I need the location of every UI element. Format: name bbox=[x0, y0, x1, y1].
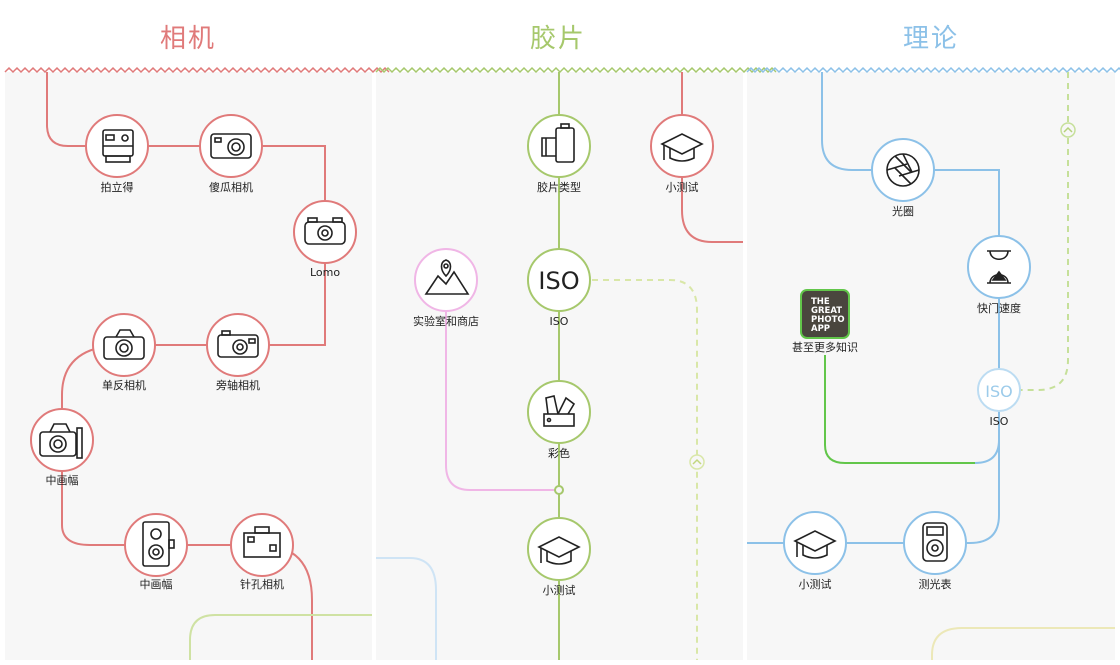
pinhole-camera-icon bbox=[243, 526, 281, 558]
node-slr[interactable]: 单反相机 bbox=[92, 313, 156, 392]
node-lomo[interactable]: Lomo bbox=[293, 200, 357, 279]
node-film-quiz[interactable]: 小测试 bbox=[650, 114, 714, 194]
hourglass-icon bbox=[987, 250, 1011, 284]
iso-icon: ISO bbox=[985, 382, 1012, 401]
zigzag-divider-film bbox=[375, 66, 777, 74]
chevron-up-icon[interactable] bbox=[1060, 122, 1076, 138]
path-film-dashed bbox=[592, 279, 698, 660]
node-lab-and-shop[interactable]: 实验室和商店 bbox=[413, 248, 479, 328]
node-medium-format[interactable]: 中画幅 bbox=[30, 408, 94, 487]
film-canister-icon bbox=[541, 123, 575, 163]
medium-format-camera-icon bbox=[39, 423, 83, 459]
book-line: THE bbox=[811, 297, 830, 307]
node-medium-format-tlr[interactable]: 中画幅 bbox=[124, 513, 188, 591]
path-theory-lower bbox=[747, 440, 1000, 544]
node-label: 甚至更多知识 bbox=[792, 340, 858, 354]
graduation-cap-icon bbox=[793, 530, 837, 559]
node-label: 小测试 bbox=[543, 584, 576, 597]
aperture-icon bbox=[886, 153, 920, 187]
path-theory-dashed bbox=[1020, 72, 1069, 391]
node-film-quiz-2[interactable]: 小测试 bbox=[527, 517, 591, 597]
book-line: APP bbox=[811, 324, 830, 334]
rangefinder-camera-icon bbox=[217, 330, 259, 358]
book-line: GREAT bbox=[811, 306, 842, 316]
node-label: Lomo bbox=[310, 266, 340, 279]
path-film-lab bbox=[445, 280, 555, 491]
path-film-blue-hint bbox=[376, 557, 437, 660]
column-title-theory: 理论 bbox=[902, 24, 959, 54]
compact-camera-icon bbox=[210, 133, 252, 159]
node-label: 单反相机 bbox=[102, 378, 146, 392]
zigzag-divider-camera bbox=[4, 66, 390, 74]
node-rangefinder[interactable]: 旁轴相机 bbox=[206, 313, 270, 392]
path-camera-film-hint bbox=[189, 614, 372, 660]
node-label: 彩色 bbox=[548, 446, 570, 460]
node-light-meter[interactable]: 测光表 bbox=[903, 511, 967, 591]
graduation-cap-icon bbox=[660, 133, 704, 162]
tlr-camera-icon bbox=[142, 521, 175, 567]
book-line: PHOTO bbox=[811, 315, 845, 325]
node-label: 胶片类型 bbox=[537, 180, 581, 194]
node-label: 拍立得 bbox=[101, 180, 134, 194]
color-swatch-icon bbox=[543, 395, 576, 427]
node-label: 小测试 bbox=[666, 181, 699, 194]
node-label: ISO bbox=[990, 415, 1009, 428]
great-photo-app-book bbox=[800, 289, 850, 339]
node-label: 中画幅 bbox=[46, 474, 79, 487]
node-film-iso[interactable]: ISO ISO bbox=[527, 248, 591, 328]
column-title-film: 胶片 bbox=[529, 24, 586, 54]
node-label: 光圈 bbox=[892, 204, 914, 218]
column-title-camera: 相机 bbox=[159, 24, 216, 54]
node-shutter-speed[interactable]: 快门速度 bbox=[967, 235, 1031, 315]
node-label: 针孔相机 bbox=[240, 577, 284, 591]
node-pinhole[interactable]: 针孔相机 bbox=[230, 513, 294, 591]
path-theory-book bbox=[824, 355, 975, 464]
junction-dot bbox=[554, 485, 564, 495]
node-compact-camera[interactable]: 傻瓜相机 bbox=[199, 114, 263, 194]
node-color-film[interactable]: 彩色 bbox=[527, 380, 591, 460]
node-aperture[interactable]: 光圈 bbox=[871, 138, 935, 218]
node-label: ISO bbox=[550, 315, 569, 328]
node-theory-quiz[interactable]: 小测试 bbox=[783, 511, 847, 591]
node-polaroid[interactable]: 拍立得 bbox=[85, 114, 149, 194]
panel-camera bbox=[5, 72, 372, 660]
polaroid-camera-icon bbox=[102, 129, 134, 163]
path-film-quiz bbox=[681, 72, 743, 243]
light-meter-icon bbox=[922, 522, 948, 562]
map-pin-icon bbox=[424, 259, 470, 295]
lomo-camera-icon bbox=[304, 217, 346, 245]
node-label: 旁轴相机 bbox=[216, 378, 260, 392]
node-label: 实验室和商店 bbox=[413, 314, 479, 328]
iso-icon: ISO bbox=[538, 267, 579, 295]
path-theory-yellow-hint bbox=[931, 627, 1115, 660]
node-label: 测光表 bbox=[919, 577, 952, 591]
chevron-up-icon[interactable] bbox=[689, 454, 705, 470]
node-label: 中画幅 bbox=[140, 578, 173, 591]
zigzag-divider-theory bbox=[746, 66, 1120, 74]
node-film-types[interactable]: 胶片类型 bbox=[527, 114, 591, 194]
graduation-cap-icon bbox=[537, 536, 581, 565]
slr-camera-icon bbox=[103, 329, 145, 360]
node-label: 快门速度 bbox=[977, 301, 1021, 315]
node-label: 傻瓜相机 bbox=[209, 180, 253, 194]
node-more-knowledge[interactable]: THE GREAT PHOTO APP 甚至更多知识 bbox=[792, 289, 858, 354]
node-label: 小测试 bbox=[799, 578, 832, 591]
node-theory-iso[interactable]: ISO ISO bbox=[977, 368, 1021, 428]
